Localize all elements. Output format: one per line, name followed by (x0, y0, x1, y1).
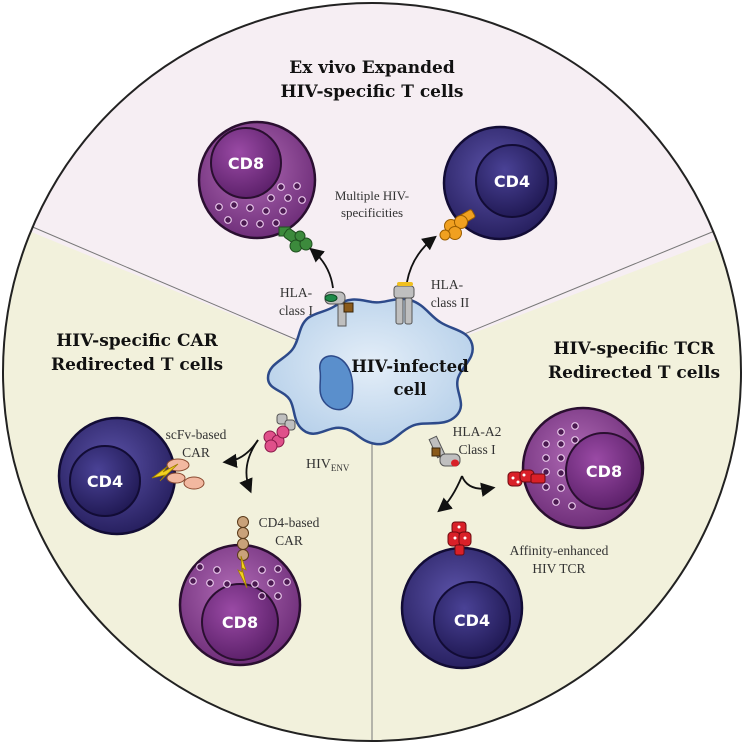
scfv-car-icon (151, 458, 205, 490)
affinity-tcr-line2: HIV TCR (532, 561, 585, 576)
hla-a2-line2: Class I (458, 442, 496, 457)
cell-label: CD4 (87, 472, 123, 491)
scfv-car-line2: CAR (182, 445, 210, 460)
top-sector-fill (2, 2, 742, 372)
top-section-title-line2: HIV-specific T cells (281, 82, 464, 102)
hiv-env-label: HIVENV (306, 457, 350, 473)
right-section-title-line1: HIV-specific TCR (553, 339, 715, 359)
granules (215, 182, 306, 228)
arrow-to-cd8-left (239, 439, 259, 494)
cell-label: CD4 (454, 611, 490, 630)
multiple-specificities-line1: Multiple HIV- (335, 188, 409, 203)
left-section-title-line2: Redirected T cells (51, 355, 223, 375)
right-section-title-line2: Redirected T cells (548, 363, 720, 383)
tcr-red-icon (447, 521, 472, 556)
lightning-icon (151, 463, 179, 482)
cell-label: CD8 (222, 613, 258, 632)
cd4-cell-right-lower: CD4 (400, 521, 524, 670)
hla-class1-receptor-icon (324, 291, 354, 327)
left-section-title-line1: HIV-specific CAR (56, 331, 218, 351)
tcr-red-icon (507, 469, 546, 487)
hla-class2-line1: HLA- (431, 277, 464, 292)
affinity-tcr-line1: Affinity-enhanced (510, 543, 609, 558)
hiv-infected-cell: HIV-infected cell (266, 297, 474, 446)
granules (542, 422, 579, 510)
cd4-car-line1: CD4-based (259, 515, 320, 530)
cell-label: CD8 (228, 154, 264, 173)
granules (189, 563, 291, 600)
cd4-cell-top-right: CD4 (439, 125, 558, 241)
cell-label: CD4 (494, 172, 530, 191)
arrow-to-cd8-right (461, 475, 496, 497)
arrow-to-cd4-top (406, 235, 437, 283)
cell-label: CD8 (586, 462, 622, 481)
scfv-car-line1: scFv-based (166, 427, 227, 442)
hla-class1-line2: class I (279, 303, 314, 318)
hla-a2-line1: HLA-A2 (453, 424, 502, 439)
tcr-orange-icon (439, 209, 476, 241)
infected-cell-label-line1: HIV-infected (351, 357, 469, 376)
hla-a2-receptor-icon (428, 435, 461, 467)
infected-cell-membrane (266, 297, 474, 446)
infected-cell-label-line2: cell (393, 380, 426, 399)
cd8-cell-left-lower: CD8 (178, 516, 302, 667)
hla-class2-receptor-icon (393, 282, 415, 325)
cd4-cell-left-upper: CD4 (57, 416, 205, 536)
infected-cell-nucleus (319, 355, 354, 411)
hiv-env-icon (263, 413, 296, 453)
top-section-title-line1: Ex vivo Expanded (289, 58, 455, 78)
cd8-cell-top-left: CD8 (197, 120, 317, 253)
lightning-icon (237, 555, 248, 589)
hla-class2-line2: class II (431, 295, 470, 310)
multiple-specificities-line2: specificities (341, 205, 403, 220)
arrow-to-cd4-right (437, 475, 463, 513)
cd8-cell-right-upper: CD8 (507, 406, 645, 530)
cd4-car-icon (237, 516, 249, 589)
cd4-car-line2: CAR (275, 533, 303, 548)
arrow-to-cd8-top (309, 247, 334, 289)
tcr-green-icon (278, 226, 313, 253)
hla-class1-line1: HLA- (280, 285, 313, 300)
